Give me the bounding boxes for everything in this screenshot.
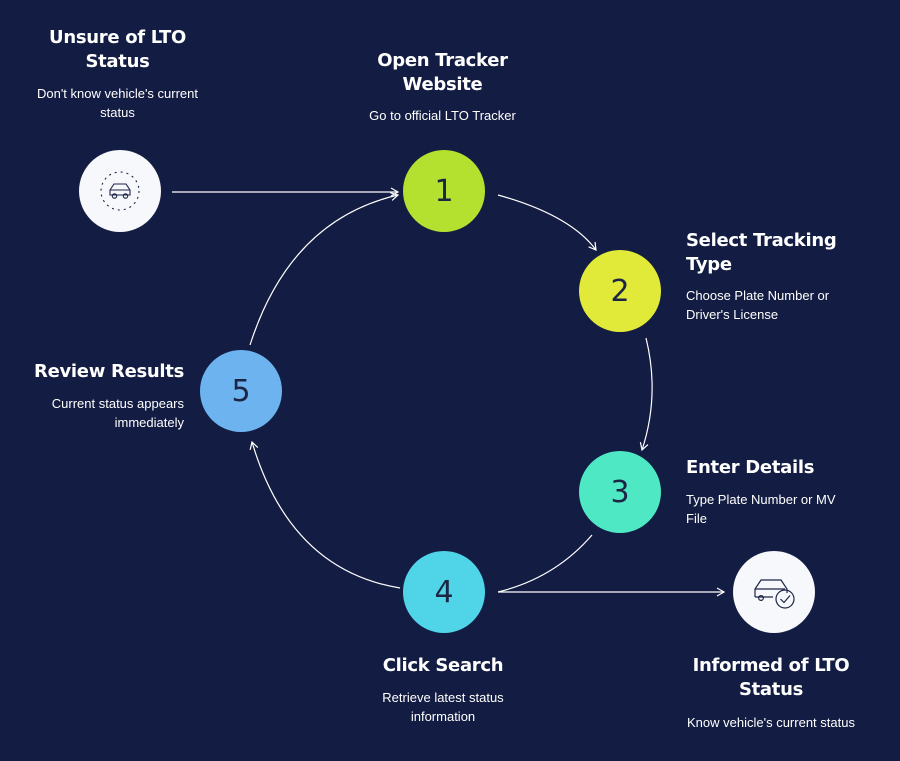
step-5-number: 5 [231,373,251,409]
step-4-number: 4 [434,574,454,610]
car-check-icon [754,579,795,609]
end-title: Informed of LTO Status [692,655,850,700]
start-node [79,150,161,232]
step-2-title: Select Tracking Type [686,230,837,275]
step-2-desc: Choose Plate Number or Driver's License [686,288,830,322]
arrow-5-to-1 [249,192,400,346]
step-3-node: 3 [579,451,661,533]
step-1-number: 1 [434,173,454,209]
end-node [733,551,815,633]
step-2-number: 2 [610,273,630,309]
step-1-title: Open Tracker Website [377,50,508,95]
step-3-desc: Type Plate Number or MV File [686,492,836,526]
start-desc: Don't know vehicle's current status [36,86,199,120]
start-title: Unsure of LTO Status [49,27,186,72]
arrow-4-to-5 [249,440,401,589]
step-5-desc: Current status appears immediately [51,396,184,430]
step-5-node: 5 [200,350,282,432]
step-1-desc: Go to official LTO Tracker [369,108,516,123]
step-5-title: Review Results [34,361,184,382]
end-desc: Know vehicle's current status [687,715,855,730]
arrow-3-to-4 [497,534,593,593]
step-2-node: 2 [579,250,661,332]
arrow-2-to-3 [639,337,653,452]
step-3-number: 3 [610,474,630,510]
car-icon [100,171,140,211]
step-3-title: Enter Details [686,457,815,478]
step-4-title: Click Search [382,655,504,676]
step-1-node: 1 [403,150,485,232]
arrow-1-to-2 [497,194,597,251]
step-4-desc: Retrieve latest status information [382,690,504,724]
step-4-node: 4 [403,551,485,633]
